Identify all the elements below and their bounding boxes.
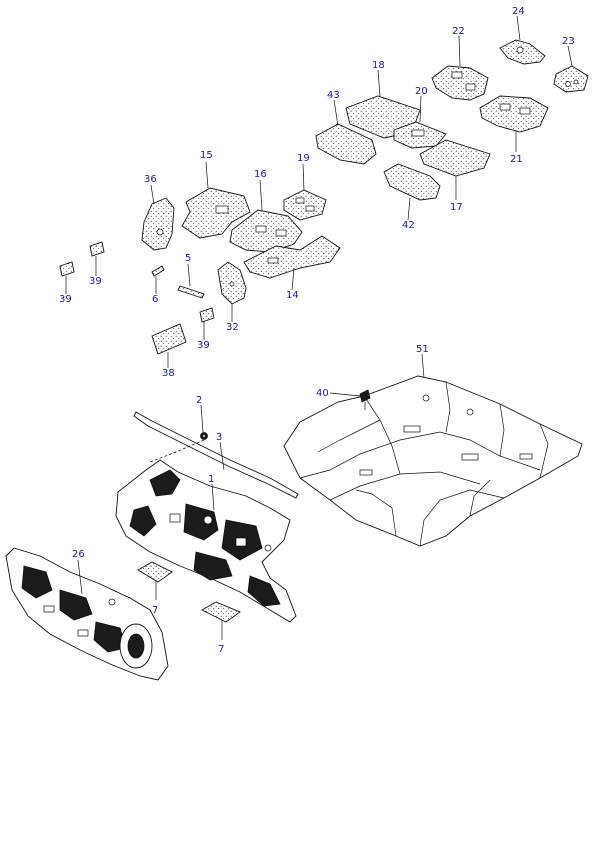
callout-2: 2 bbox=[196, 395, 202, 406]
callout-51: 51 bbox=[416, 344, 429, 355]
pad-42[interactable] bbox=[383, 163, 441, 201]
pad-15[interactable] bbox=[181, 187, 251, 239]
callout-21: 21 bbox=[510, 154, 523, 165]
leader-lines bbox=[65, 15, 573, 640]
strip-6[interactable] bbox=[151, 265, 165, 277]
pad-21[interactable] bbox=[479, 95, 549, 133]
callout-22: 22 bbox=[452, 26, 465, 37]
pad-36[interactable] bbox=[141, 197, 175, 251]
pad-16[interactable] bbox=[229, 209, 303, 253]
pad-7-upper[interactable] bbox=[137, 561, 173, 583]
pad-23[interactable] bbox=[553, 65, 589, 93]
strip-5[interactable] bbox=[177, 285, 205, 299]
callout-7-lower: 7 bbox=[218, 644, 224, 655]
pad-14[interactable] bbox=[243, 235, 341, 279]
callout-43: 43 bbox=[327, 90, 340, 101]
callout-1: 1 bbox=[208, 474, 214, 485]
pad-22[interactable] bbox=[431, 65, 489, 101]
callout-39-mid: 39 bbox=[89, 276, 102, 287]
callout-19: 19 bbox=[297, 153, 310, 164]
callout-17: 17 bbox=[450, 202, 463, 213]
pad-32[interactable] bbox=[217, 261, 247, 305]
clip-39-lower[interactable] bbox=[199, 307, 215, 323]
callout-18: 18 bbox=[372, 60, 385, 71]
callout-38: 38 bbox=[162, 368, 175, 379]
callout-39-left: 39 bbox=[59, 294, 72, 305]
callout-6: 6 bbox=[152, 294, 158, 305]
callout-3: 3 bbox=[216, 432, 222, 443]
pad-17[interactable] bbox=[419, 139, 491, 177]
callout-5: 5 bbox=[185, 253, 191, 264]
dash-insulator-1[interactable] bbox=[115, 459, 297, 623]
pad-38[interactable] bbox=[151, 323, 187, 355]
callout-23: 23 bbox=[562, 36, 575, 47]
floor-carpet-51[interactable] bbox=[283, 375, 583, 547]
hood-seal-3[interactable] bbox=[133, 411, 299, 499]
callout-labels: 24 22 23 18 43 20 21 17 42 15 36 16 19 3… bbox=[59, 6, 575, 655]
pad-7-lower[interactable] bbox=[201, 601, 241, 623]
callout-39-lower: 39 bbox=[197, 340, 210, 351]
callout-42: 42 bbox=[402, 220, 415, 231]
callout-36: 36 bbox=[144, 174, 157, 185]
callout-40: 40 bbox=[316, 388, 329, 399]
callout-16: 16 bbox=[254, 169, 267, 180]
callout-26: 26 bbox=[72, 549, 85, 560]
callout-14: 14 bbox=[286, 290, 299, 301]
callout-15: 15 bbox=[200, 150, 213, 161]
pad-43[interactable] bbox=[315, 123, 377, 165]
retainer-clip-40[interactable] bbox=[359, 389, 371, 410]
callout-20: 20 bbox=[415, 86, 428, 97]
callout-32: 32 bbox=[226, 322, 239, 333]
grommet-2[interactable] bbox=[200, 432, 208, 440]
pad-24[interactable] bbox=[499, 39, 546, 65]
clip-39-mid[interactable] bbox=[89, 241, 105, 257]
assembly-dash-line bbox=[149, 439, 205, 463]
dash-panel-26[interactable] bbox=[5, 547, 169, 681]
pad-19[interactable] bbox=[283, 189, 327, 221]
callout-24: 24 bbox=[512, 6, 525, 17]
callout-7-upper: 7 bbox=[152, 605, 158, 616]
clip-39-left[interactable] bbox=[59, 261, 75, 277]
